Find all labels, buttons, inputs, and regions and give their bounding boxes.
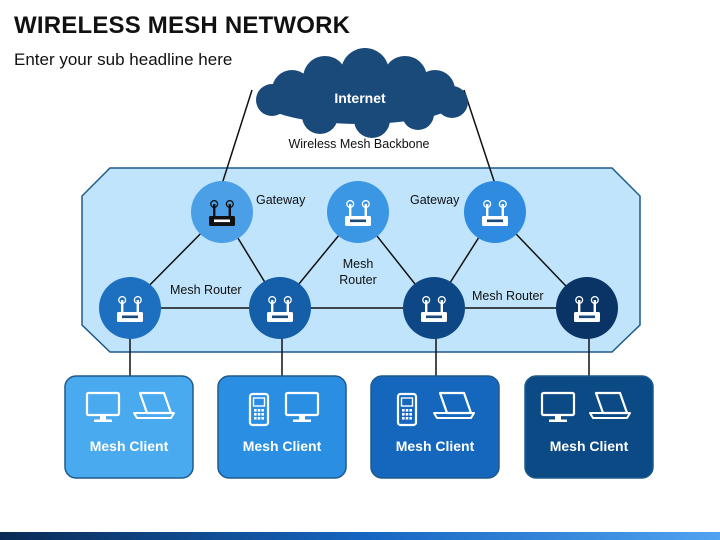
mesh-client-box-2: Mesh Client: [217, 375, 347, 479]
mesh-client-box-4: Mesh Client: [524, 375, 654, 479]
gateway-node-left: [191, 181, 253, 243]
mesh-client-box-1: Mesh Client: [64, 375, 194, 479]
mesh-router-node-1: [99, 277, 161, 339]
mesh-client-box-3: Mesh Client: [370, 375, 500, 479]
mesh-client-label: Mesh Client: [243, 438, 322, 454]
gateway-right-label: Gateway: [410, 193, 460, 207]
page-subtitle: Enter your sub headline here: [14, 50, 233, 69]
bottom-accent-bar: [0, 532, 720, 540]
backbone-label: Wireless Mesh Backbone: [288, 137, 429, 151]
mesh-router-right-label: Mesh Router: [472, 289, 544, 303]
mesh-router-node-4: [556, 277, 618, 339]
mesh-router-node-center: [327, 181, 389, 243]
mesh-router-center-label-line2: Router: [339, 273, 377, 287]
internet-label: Internet: [334, 90, 386, 106]
mesh-router-left-label: Mesh Router: [170, 283, 242, 297]
page-title: WIRELESS MESH NETWORK: [14, 12, 351, 39]
mesh-client-label: Mesh Client: [90, 438, 169, 454]
mesh-router-center-label-line1: Mesh: [343, 257, 374, 271]
mesh-router-node-3: [403, 277, 465, 339]
gateway-left-label: Gateway: [256, 193, 306, 207]
internet-cloud: [256, 48, 468, 138]
mesh-router-node-2: [249, 277, 311, 339]
gateway-node-right: [464, 181, 526, 243]
mesh-client-label: Mesh Client: [550, 438, 629, 454]
mesh-client-label: Mesh Client: [396, 438, 475, 454]
